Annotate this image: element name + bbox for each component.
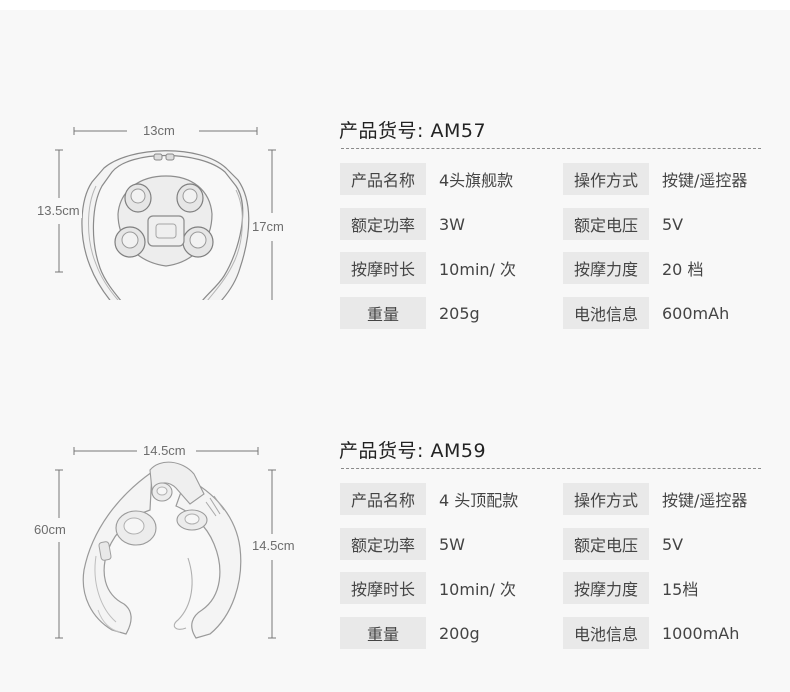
height-left-dimension-label: 13.5cm <box>35 203 82 218</box>
spec-value: 20 档 <box>662 260 704 279</box>
spec-key: 操作方式 <box>563 483 649 515</box>
spec-value: 1000mAh <box>662 623 740 643</box>
title-divider <box>341 468 761 469</box>
spec-row: 按摩时长 10min/ 次 按摩力度 20 档 <box>340 252 770 284</box>
spec-value: 4头旗舰款 <box>439 171 514 190</box>
spec-key: 重量 <box>340 297 426 329</box>
spec-row: 按摩时长 10min/ 次 按摩力度 15档 <box>340 572 770 604</box>
neck-massager-am59-illustration <box>55 447 276 639</box>
spec-key: 重量 <box>340 617 426 649</box>
height-left-dimension-label: 60cm <box>32 522 68 537</box>
spec-value: 4 头顶配款 <box>439 491 519 510</box>
spec-value: 15档 <box>662 580 699 599</box>
product-am57: 13cm 13.5cm 17cm 产品货号: AM57 产品名称 4头旗舰款 操… <box>0 0 790 329</box>
spec-key: 按摩时长 <box>340 252 426 284</box>
title-divider <box>341 148 761 149</box>
height-right-dimension-label: 17cm <box>250 219 286 234</box>
spec-key: 产品名称 <box>340 163 426 195</box>
neck-massager-am57-illustration <box>55 127 276 300</box>
width-dimension-label: 13cm <box>141 123 177 138</box>
model-number: AM59 <box>430 440 487 462</box>
spec-value: 按键/遥控器 <box>662 491 748 510</box>
spec-value: 5V <box>662 534 684 554</box>
product-image-am57: 13cm 13.5cm 17cm <box>0 0 320 300</box>
spec-value: 10min/ 次 <box>439 580 517 599</box>
spec-value: 600mAh <box>662 303 730 323</box>
spec-value: 3W <box>439 214 465 234</box>
spec-value: 5W <box>439 534 465 554</box>
spec-row: 额定功率 3W 额定电压 5V <box>340 208 770 240</box>
spec-row: 重量 205g 电池信息 600mAh <box>340 297 770 329</box>
model-label: 产品货号 <box>339 120 418 142</box>
spec-row: 重量 200g 电池信息 1000mAh <box>340 617 770 649</box>
spec-value: 200g <box>439 623 480 643</box>
spec-row: 额定功率 5W 额定电压 5V <box>340 528 770 560</box>
spec-key: 额定功率 <box>340 528 426 560</box>
model-label: 产品货号 <box>339 440 418 462</box>
spec-key: 电池信息 <box>563 617 649 649</box>
spec-key: 电池信息 <box>563 297 649 329</box>
spec-key: 额定功率 <box>340 208 426 240</box>
width-dimension-label: 14.5cm <box>141 443 188 458</box>
height-right-dimension-label: 14.5cm <box>250 538 297 553</box>
product-image-am59: 14.5cm 60cm 14.5cm <box>0 320 320 692</box>
spec-key: 额定电压 <box>563 208 649 240</box>
spec-row: 产品名称 4头旗舰款 操作方式 按键/遥控器 <box>340 163 770 195</box>
spec-value: 205g <box>439 303 480 323</box>
model-number: AM57 <box>430 120 487 142</box>
spec-key: 按摩力度 <box>563 252 649 284</box>
spec-value: 10min/ 次 <box>439 260 517 279</box>
product-title: 产品货号: AM59 <box>339 436 486 463</box>
model-separator: : <box>417 120 431 142</box>
spec-value: 按键/遥控器 <box>662 171 748 190</box>
spec-value: 5V <box>662 214 684 234</box>
spec-key: 按摩力度 <box>563 572 649 604</box>
product-title: 产品货号: AM57 <box>339 116 486 143</box>
model-separator: : <box>417 440 431 462</box>
spec-key: 按摩时长 <box>340 572 426 604</box>
spec-row: 产品名称 4 头顶配款 操作方式 按键/遥控器 <box>340 483 770 515</box>
spec-key: 额定电压 <box>563 528 649 560</box>
spec-key: 操作方式 <box>563 163 649 195</box>
product-am59: 14.5cm 60cm 14.5cm 产品货号: AM59 产品名称 4 头顶配… <box>0 320 790 692</box>
spec-key: 产品名称 <box>340 483 426 515</box>
